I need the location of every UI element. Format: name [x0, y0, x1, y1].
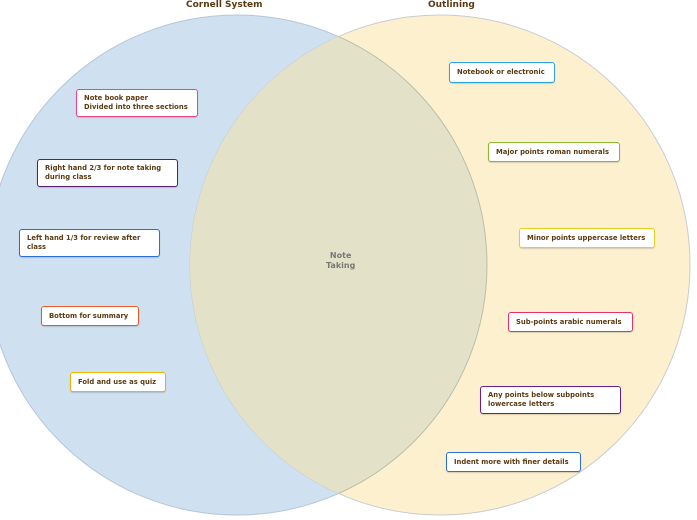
left-item[interactable]: Bottom for summary — [41, 306, 139, 326]
right-item[interactable]: Sub-points arabic numerals — [508, 312, 633, 332]
right-item[interactable]: Indent more with finer details — [446, 452, 581, 472]
right-item[interactable]: Minor points uppercase letters — [519, 228, 655, 248]
right-item[interactable]: Major points roman numerals — [488, 142, 620, 162]
left-item[interactable]: Right hand 2/3 for note taking during cl… — [37, 159, 178, 187]
intersection-label: Note Taking — [326, 251, 356, 270]
right-item[interactable]: Notebook or electronic — [449, 62, 555, 83]
left-item[interactable]: Fold and use as quiz — [70, 372, 166, 392]
cornell-title: Cornell System — [186, 0, 263, 10]
outlining-title: Outlining — [428, 0, 475, 10]
right-item[interactable]: Any points below subpoints lowercase let… — [480, 386, 621, 414]
left-item[interactable]: Left hand 1/3 for review after class — [19, 229, 160, 257]
intersection-area[interactable] — [0, 15, 488, 515]
left-item[interactable]: Note book paper Divided into three secti… — [76, 89, 198, 117]
